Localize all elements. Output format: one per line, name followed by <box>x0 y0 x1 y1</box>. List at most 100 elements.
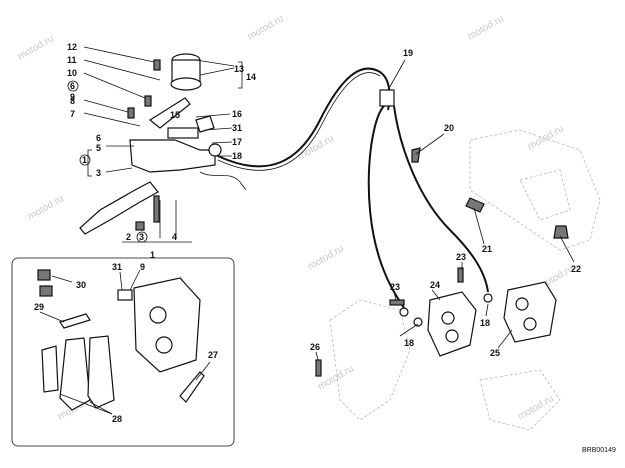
lever-nut <box>135 221 145 231</box>
reservoir-base <box>170 77 202 91</box>
callout-14: 14 <box>246 72 256 82</box>
master-cylinder-assembly <box>79 53 247 235</box>
callout-8: 8 <box>70 96 75 106</box>
callout-9: 9 <box>70 92 75 102</box>
watermark: motod.ru <box>466 13 506 42</box>
inset-frame <box>11 257 235 447</box>
caliper-24 <box>427 291 477 357</box>
callout-27: 27 <box>208 350 218 360</box>
callout-18: 18 <box>480 318 490 328</box>
bolt-23a <box>457 267 464 283</box>
brake-pad <box>87 335 115 409</box>
callout-9: 9 <box>140 262 145 272</box>
hose-guide-21 <box>465 197 485 213</box>
watermark: motod.ru <box>526 123 566 152</box>
washer <box>399 307 409 317</box>
screw-12 <box>153 59 161 71</box>
callout-31: 31 <box>112 262 122 272</box>
callout-4: 4 <box>172 232 177 242</box>
callout-11: 11 <box>67 55 77 65</box>
watermark: motod.ru <box>16 33 56 62</box>
caliper-25-piston <box>523 317 537 331</box>
calipers <box>315 267 557 377</box>
watermark: motod.ru <box>246 13 286 42</box>
washer <box>413 317 423 327</box>
hose-splitter-19 <box>379 89 395 107</box>
dust-seal <box>37 269 51 281</box>
bolt-23b <box>389 299 405 306</box>
callout-6: 6 <box>70 81 75 91</box>
bolt-26 <box>315 359 322 377</box>
callout-22: 22 <box>571 264 581 274</box>
callout-24: 24 <box>430 280 440 290</box>
callout-10: 10 <box>67 68 77 78</box>
washer <box>483 293 493 303</box>
callout-16: 16 <box>232 109 242 119</box>
inset-caliper <box>133 277 201 373</box>
inset-box <box>11 257 235 447</box>
watermark: motod.ru <box>516 393 556 422</box>
caliper-25-piston <box>515 297 529 311</box>
callout-23: 23 <box>456 252 466 262</box>
brake-hoses <box>217 67 569 311</box>
callout-5: 5 <box>96 143 101 153</box>
right-hose <box>393 105 489 293</box>
callout-25: 25 <box>490 348 500 358</box>
inset-caliper-piston <box>149 306 167 324</box>
callout-20: 20 <box>444 123 454 133</box>
callout-28: 28 <box>112 414 122 424</box>
brake-lever <box>79 181 159 235</box>
watermark: motod.ru <box>316 363 356 392</box>
lever-pivot-bolt <box>153 195 160 223</box>
dust-seal <box>39 285 53 297</box>
reservoir-bracket <box>148 97 191 129</box>
pad-spring <box>59 313 91 329</box>
bleed-valve <box>117 289 133 301</box>
callout-26: 26 <box>310 342 320 352</box>
main-hose <box>217 67 391 168</box>
brake-pad <box>59 337 91 411</box>
caliper-25 <box>503 281 557 343</box>
reference-code: BRB00149 <box>582 447 616 454</box>
callout-30: 30 <box>76 280 86 290</box>
callout-23: 23 <box>390 282 400 292</box>
watermark: motod.ru <box>306 243 346 272</box>
hose-fitting-16 <box>195 115 215 133</box>
caliper-24-piston <box>441 311 455 325</box>
callout-12: 12 <box>67 42 77 52</box>
callout-3: 3 <box>139 232 144 242</box>
callout-3: 3 <box>96 168 101 178</box>
left-hose <box>367 105 406 311</box>
leader-lines <box>39 46 575 415</box>
inset-caliper-piston <box>155 336 173 354</box>
callout-labels: 12 11 10 6 9 8 7 13 14 15 16 31 17 18 6 … <box>34 42 581 424</box>
callout-13: 13 <box>234 64 244 74</box>
watermark: motod.ru <box>26 193 66 222</box>
callout-18: 18 <box>404 338 414 348</box>
main-hose-inner <box>217 72 381 171</box>
callout-1: 1 <box>82 155 87 165</box>
brake-pad <box>41 345 59 393</box>
piston-kit <box>167 127 199 139</box>
screw-8 <box>127 107 135 119</box>
callout-7: 7 <box>70 109 75 119</box>
callout-31: 31 <box>232 123 242 133</box>
callout-6: 6 <box>96 133 101 143</box>
master-cylinder-body <box>129 139 216 173</box>
screw-10 <box>144 95 152 107</box>
caliper-24-piston <box>445 329 459 343</box>
callout-1: 1 <box>150 250 155 260</box>
brake-switch-wire <box>199 171 247 191</box>
background-engine-outline <box>329 129 601 431</box>
callout-15: 15 <box>170 110 180 120</box>
callout-18: 18 <box>232 151 242 161</box>
hose-clip-20 <box>411 147 421 163</box>
callout-19: 19 <box>403 48 413 58</box>
banjo-fitting <box>208 143 222 157</box>
callout-21: 21 <box>482 244 492 254</box>
cap-22 <box>553 225 569 239</box>
callout-17: 17 <box>232 137 242 147</box>
callout-2: 2 <box>126 232 131 242</box>
pad-pin <box>179 371 205 403</box>
